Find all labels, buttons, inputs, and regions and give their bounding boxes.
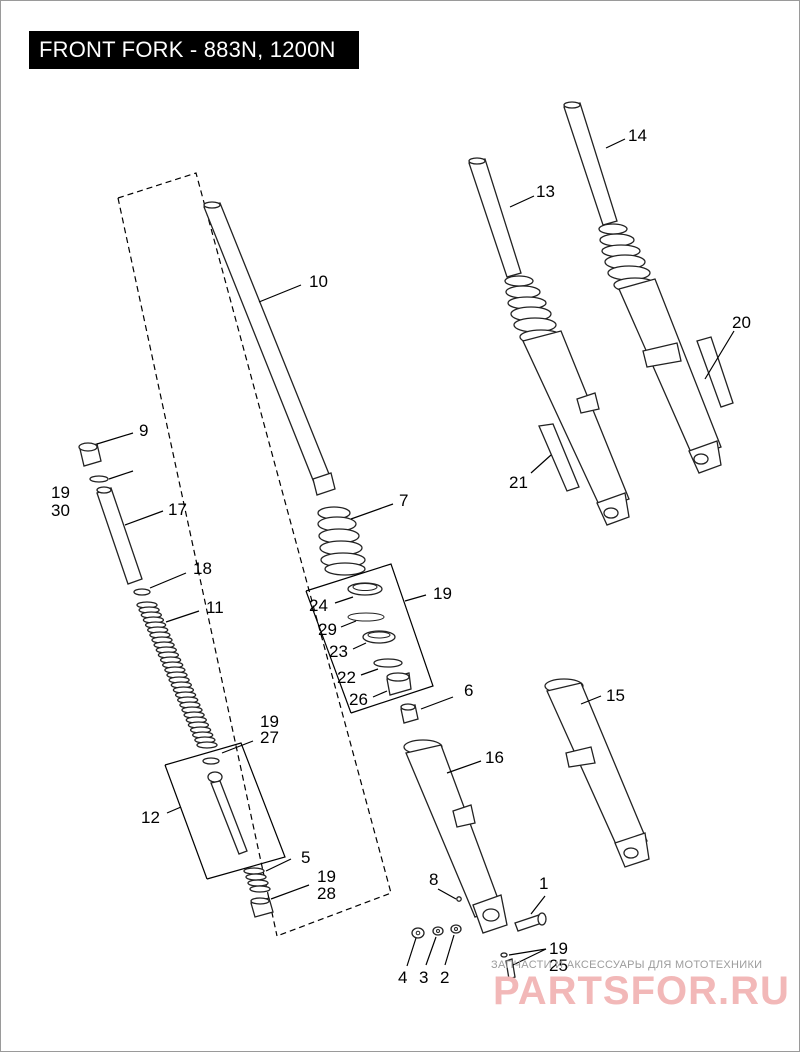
callout-24: 24 (309, 596, 328, 615)
part-rebound-spring (243, 867, 271, 893)
callout-17: 17 (168, 500, 187, 519)
callout-28: 28 (317, 884, 336, 903)
callout-29: 29 (318, 620, 337, 639)
callout-21: 21 (509, 473, 528, 492)
part-retaining-clip (347, 612, 385, 622)
callout-5: 5 (301, 848, 310, 867)
part-seal-spacer (373, 658, 403, 668)
callout-27: 27 (260, 728, 279, 747)
part-slider-guard-right (696, 336, 734, 408)
callout-4: 4 (398, 968, 407, 987)
part-slider-bushing (386, 672, 412, 696)
callout-1: 1 (539, 874, 548, 893)
callout-25: 25 (549, 956, 568, 975)
callout-16: 16 (485, 748, 504, 767)
callout-9: 9 (139, 421, 148, 440)
callout-19-damper: 19 (260, 712, 279, 731)
watermark-text: ЗАПЧАСТИ И АКСЕССУАРЫ ДЛЯ МОТОТЕХНИКИ (491, 959, 763, 971)
assembly-dashed-bracket (117, 172, 392, 937)
callout-8: 8 (429, 870, 438, 889)
leader-lines (96, 138, 735, 967)
damper-box (164, 742, 286, 880)
callout-13: 13 (536, 182, 555, 201)
page-title: FRONT FORK - 883N, 1200N (29, 31, 359, 69)
callout-19-cap: 19 (51, 483, 70, 502)
part-fork-assembly-right (563, 101, 722, 474)
callout-26: 26 (349, 690, 368, 709)
part-spring-washer (133, 588, 151, 596)
callout-14: 14 (628, 126, 647, 145)
part-fork-boot (317, 506, 366, 576)
part-small-fitting (456, 896, 462, 902)
callout-19-seal-kit: 19 (433, 584, 452, 603)
part-cap-o-ring (89, 475, 109, 483)
part-fork-slider-left (403, 739, 508, 934)
part-fork-tube (203, 201, 336, 496)
callout-19-bushing: 19 (317, 867, 336, 886)
seal-kit-box-left (305, 590, 352, 714)
callout-12: 12 (141, 808, 160, 827)
callout-20: 20 (732, 313, 751, 332)
callout-7: 7 (399, 491, 408, 510)
callout-6: 6 (464, 681, 473, 700)
callout-11: 11 (206, 598, 224, 617)
part-damper-tube (207, 771, 248, 855)
callout-18: 18 (193, 559, 212, 578)
callout-10: 10 (309, 272, 328, 291)
part-damper-ring (202, 757, 220, 765)
part-slider-guard-left (538, 423, 580, 492)
callout-22: 22 (337, 668, 356, 687)
callout-2: 2 (440, 968, 449, 987)
spring-coil (196, 741, 218, 749)
watermark-logo: PARTSFOR.RU (493, 969, 790, 1013)
part-spacer-tube (96, 486, 143, 585)
damper-box-left (164, 764, 208, 880)
callout-15: 15 (606, 686, 625, 705)
part-fork-slider-right (544, 678, 650, 868)
callout-23: 23 (329, 642, 348, 661)
part-oil-seal (362, 630, 396, 644)
part-dust-seal (347, 582, 383, 596)
callout-3: 3 (419, 968, 428, 987)
part-fork-assembly-left (468, 157, 630, 526)
assembly-dashed-left (117, 197, 278, 937)
part-washer-flat (450, 924, 462, 934)
part-washer-lock (432, 926, 444, 936)
part-bushing (400, 703, 419, 724)
part-fork-cap (78, 442, 102, 467)
seal-kit-box (305, 563, 434, 714)
part-drain-screw (500, 952, 516, 980)
part-fork-spring (136, 601, 218, 749)
part-damper-bushing (250, 897, 274, 918)
callout-19-drain: 19 (549, 939, 568, 958)
callout-30: 30 (51, 501, 70, 520)
part-nut (411, 927, 425, 939)
part-pinch-bolt (514, 912, 547, 932)
